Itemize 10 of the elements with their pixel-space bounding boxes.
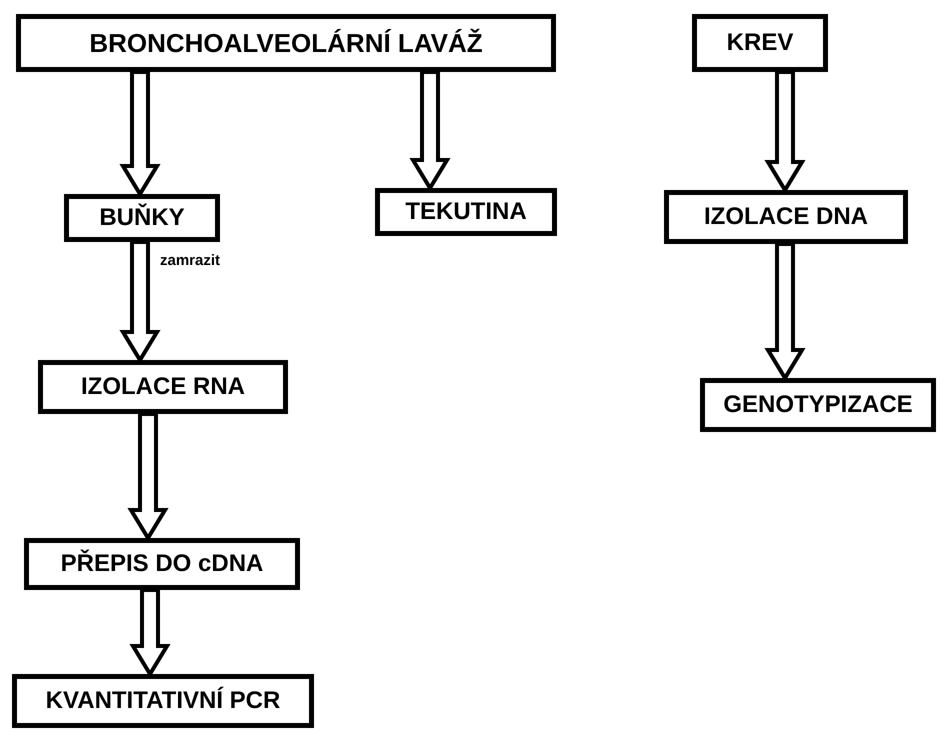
step-note: zamrazit (160, 252, 220, 269)
process-box: BUŇKY (64, 194, 220, 242)
process-box: GENOTYPIZACE (700, 378, 936, 432)
process-box: BRONCHOALVEOLÁRNÍ LAVÁŽ (16, 14, 556, 72)
process-box: IZOLACE RNA (38, 360, 288, 414)
process-box: IZOLACE DNA (664, 190, 908, 244)
process-box: KREV (692, 14, 828, 72)
process-box: KVANTITATIVNÍ PCR (12, 674, 314, 728)
process-box: PŘEPIS DO cDNA (24, 538, 300, 590)
process-box: TEKUTINA (375, 188, 557, 236)
